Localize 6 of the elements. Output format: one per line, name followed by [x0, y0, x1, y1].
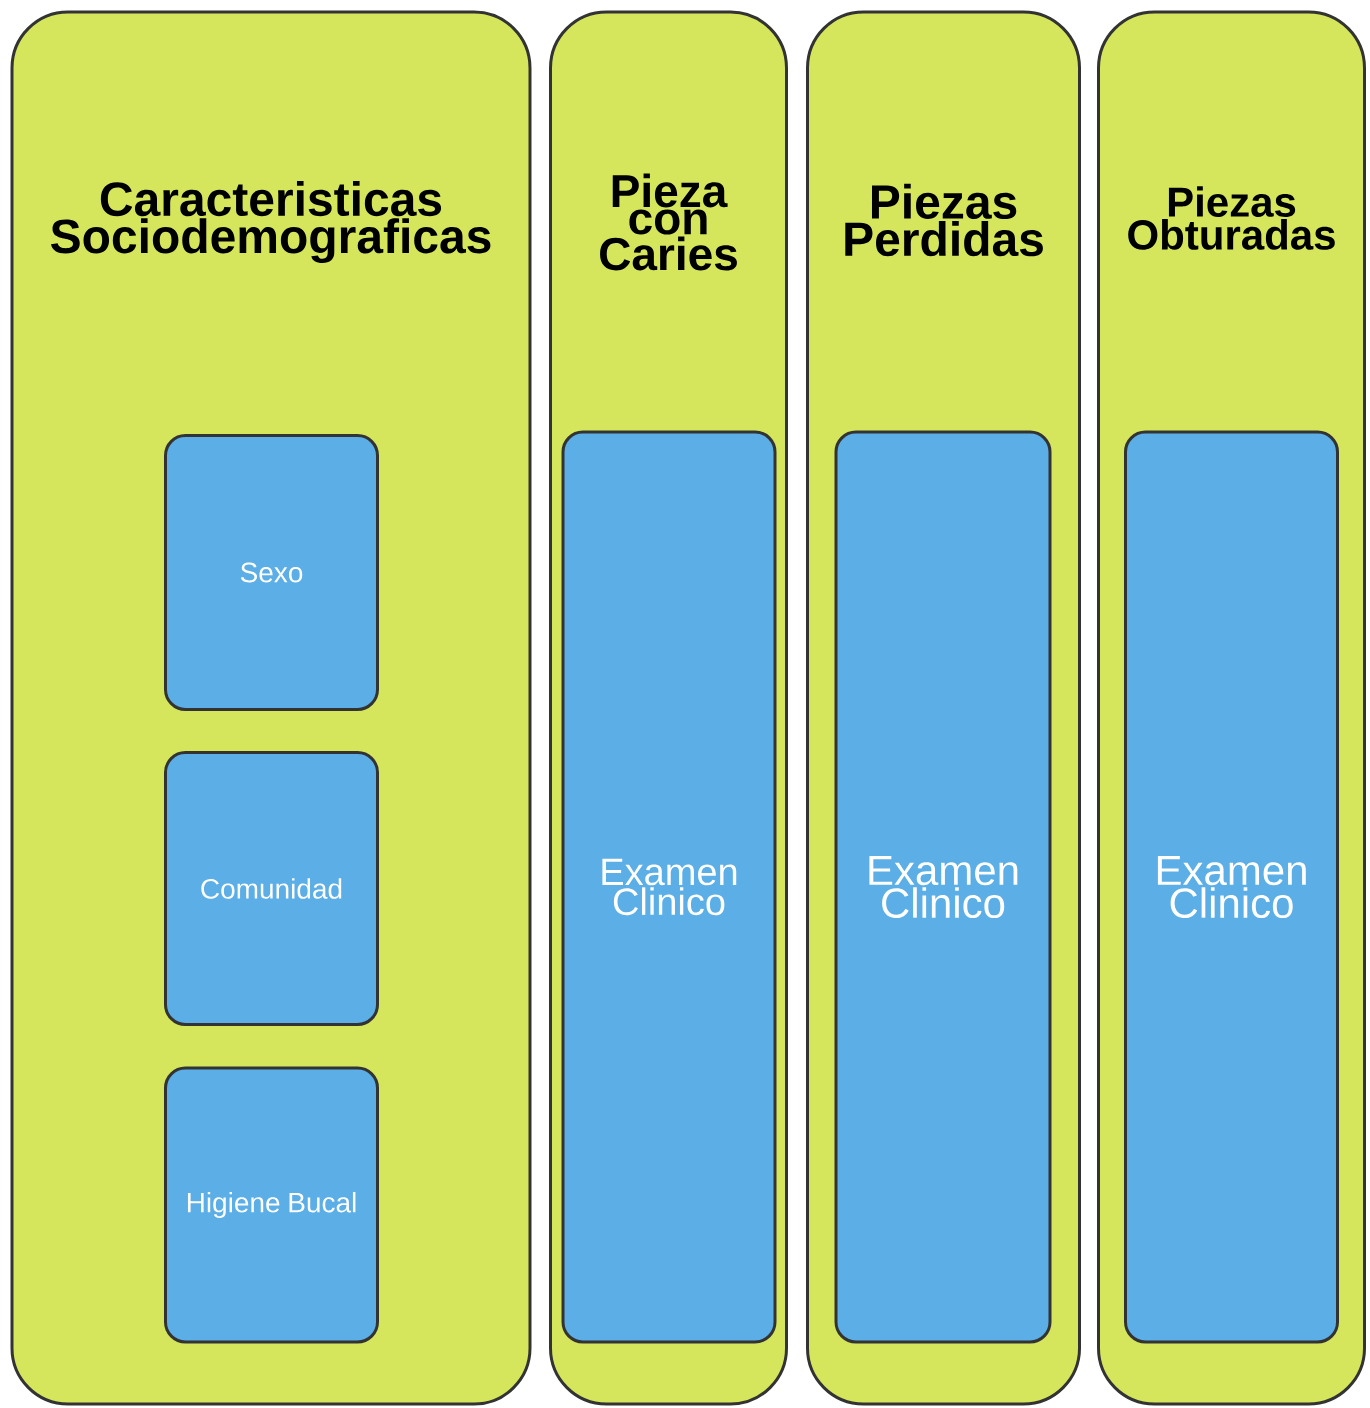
- item-box: Examen Clinico: [561, 430, 777, 1344]
- item-box: Higiene Bucal: [164, 1066, 379, 1344]
- item-box: Sexo: [164, 434, 379, 711]
- item-box: Examen Clinico: [834, 430, 1052, 1344]
- item-box: Comunidad: [164, 751, 379, 1026]
- item-box: Examen Clinico: [1124, 430, 1339, 1344]
